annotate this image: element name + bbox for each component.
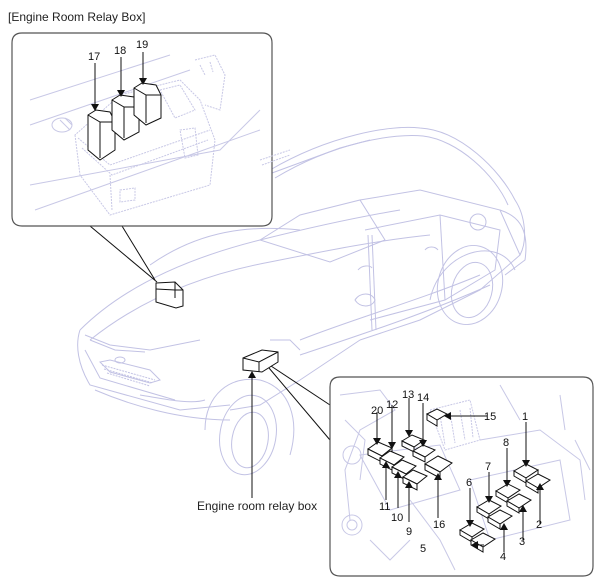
leader-line	[89, 225, 158, 283]
relay-label-17: 17	[88, 51, 100, 63]
bottom-inset: 1 2 3 4 5 6 7 8 9 10 11 12 13 14 15 16 2…	[329, 376, 594, 577]
relay-label-2: 2	[536, 519, 542, 531]
relay-label-13: 13	[402, 389, 414, 401]
relay-label-3: 3	[519, 536, 525, 548]
relay-label-15: 15	[484, 411, 496, 423]
relay-label-12: 12	[386, 399, 398, 411]
relay-label-18: 18	[114, 45, 126, 57]
relay-label-10: 10	[391, 512, 403, 524]
leader-line	[270, 365, 331, 406]
relay-label-4: 4	[500, 551, 506, 563]
relay-label-8: 8	[503, 437, 509, 449]
relay-box-location-upper	[155, 281, 184, 309]
relay-label-9: 9	[406, 526, 412, 538]
diagram-title: [Engine Room Relay Box]	[8, 10, 146, 24]
relay-label-5: 5	[420, 543, 426, 555]
leader-line	[268, 367, 331, 441]
relay-label-14: 14	[417, 392, 429, 404]
relay-label-16: 16	[433, 519, 445, 531]
top-inset: 17 18 19	[11, 32, 291, 227]
relay-label-20: 20	[371, 405, 383, 417]
relay-label-7: 7	[485, 461, 491, 473]
relay-label-11: 11	[379, 501, 390, 513]
relay-box-location-lower	[242, 349, 279, 373]
callout-label: Engine room relay box	[197, 499, 317, 513]
relay-label-6: 6	[466, 477, 472, 489]
car-illustration	[77, 127, 527, 476]
relay-label-19: 19	[136, 39, 148, 51]
relay-label-1: 1	[522, 411, 528, 423]
leader-line	[121, 225, 156, 281]
